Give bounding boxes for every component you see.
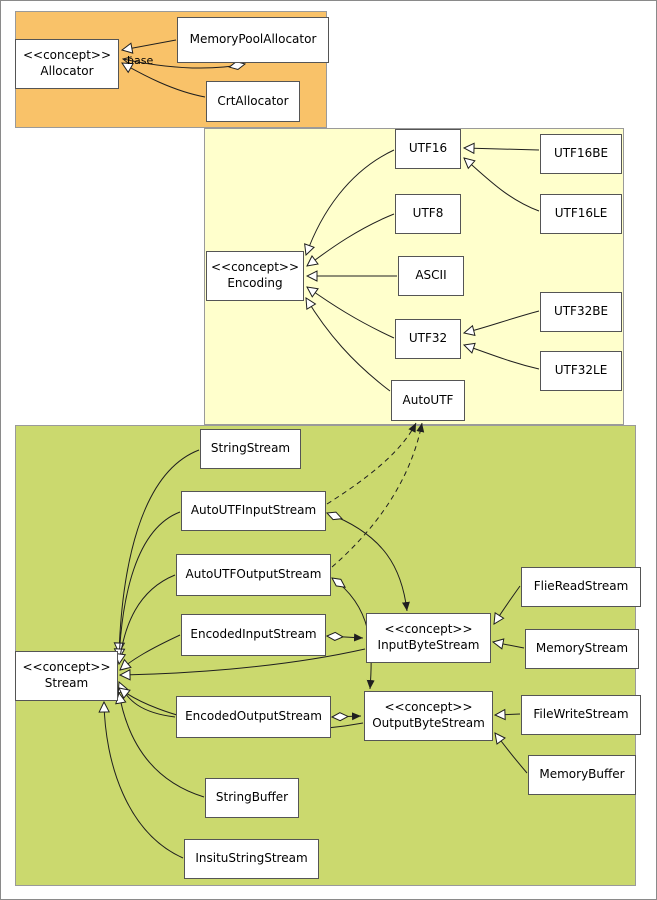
node-encoding-label: Encoding xyxy=(227,276,283,290)
node-memory-buffer: MemoryBuffer xyxy=(528,755,636,795)
node-input-byte-stream-stereotype: <<concept>> xyxy=(384,622,473,637)
node-stream: <<concept>> Stream xyxy=(15,651,118,701)
node-insitu-string-stream-label: InsituStringStream xyxy=(195,851,308,866)
node-autoutf-output-stream: AutoUTFOutputStream xyxy=(176,554,331,596)
node-stream-label: Stream xyxy=(44,676,89,690)
node-utf32be-label: UTF32BE xyxy=(553,304,609,319)
node-memory-buffer-label: MemoryBuffer xyxy=(539,767,625,782)
node-insitu-string-stream: InsituStringStream xyxy=(184,839,319,879)
node-utf32le: UTF32LE xyxy=(540,351,622,391)
node-file-write-stream: FileWriteStream xyxy=(521,695,641,735)
node-utf16be: UTF16BE xyxy=(540,134,622,174)
node-allocator-stereotype: <<concept>> xyxy=(22,48,112,63)
node-encoded-input-stream-label: EncodedInputStream xyxy=(190,627,317,642)
node-memory-stream-label: MemoryStream xyxy=(535,641,629,656)
node-string-stream-label: StringStream xyxy=(210,441,291,456)
node-allocator-label: Allocator xyxy=(40,64,94,78)
node-memory-pool-allocator: MemoryPoolAllocator xyxy=(177,17,329,63)
node-autoutf-input-stream: AutoUTFInputStream xyxy=(181,491,326,531)
node-encoding: <<concept>> Encoding xyxy=(206,251,304,301)
node-utf32be: UTF32BE xyxy=(540,292,622,332)
node-flie-read-stream-label: FlieReadStream xyxy=(533,579,629,594)
node-string-stream: StringStream xyxy=(200,429,301,469)
node-input-byte-stream-label: InputByteStream xyxy=(377,638,480,652)
node-autoutf-label: AutoUTF xyxy=(402,392,454,407)
node-flie-read-stream: FlieReadStream xyxy=(521,567,641,607)
node-ascii-label: ASCII xyxy=(415,268,447,283)
node-utf32le-label: UTF32LE xyxy=(554,363,608,378)
node-encoded-output-stream: EncodedOutputStream xyxy=(176,696,331,738)
node-utf16: UTF16 xyxy=(395,129,461,169)
node-utf32: UTF32 xyxy=(395,319,461,359)
node-output-byte-stream: <<concept>> OutputByteStream xyxy=(364,691,493,741)
node-autoutf-input-stream-label: AutoUTFInputStream xyxy=(190,503,317,518)
node-utf16le: UTF16LE xyxy=(540,194,622,234)
node-memory-stream: MemoryStream xyxy=(525,629,639,669)
node-crt-allocator: CrtAllocator xyxy=(206,81,300,122)
node-input-byte-stream: <<concept>> InputByteStream xyxy=(366,613,491,663)
node-string-buffer: StringBuffer xyxy=(205,778,299,818)
node-utf16-label: UTF16 xyxy=(408,141,448,156)
node-ascii: ASCII xyxy=(398,256,464,296)
node-utf16be-label: UTF16BE xyxy=(553,146,609,161)
node-autoutf: AutoUTF xyxy=(391,380,465,421)
node-encoding-stereotype: <<concept>> xyxy=(210,260,300,275)
node-utf8: UTF8 xyxy=(395,194,461,234)
node-allocator: <<concept>> Allocator xyxy=(15,39,119,89)
node-encoded-output-stream-label: EncodedOutputStream xyxy=(185,709,322,724)
node-utf8-label: UTF8 xyxy=(412,206,444,221)
node-file-write-stream-label: FileWriteStream xyxy=(533,707,629,722)
node-crt-allocator-label: CrtAllocator xyxy=(217,93,289,108)
node-output-byte-stream-label: OutputByteStream xyxy=(372,716,485,730)
node-stream-stereotype: <<concept>> xyxy=(22,660,111,675)
node-utf32-label: UTF32 xyxy=(408,331,448,346)
node-encoded-input-stream: EncodedInputStream xyxy=(181,614,326,656)
node-string-buffer-label: StringBuffer xyxy=(215,790,289,805)
node-output-byte-stream-stereotype: <<concept>> xyxy=(384,700,473,715)
node-utf16le-label: UTF16LE xyxy=(554,206,608,221)
node-autoutf-output-stream-label: AutoUTFOutputStream xyxy=(185,567,322,582)
node-memory-pool-allocator-label: MemoryPoolAllocator xyxy=(189,32,317,47)
